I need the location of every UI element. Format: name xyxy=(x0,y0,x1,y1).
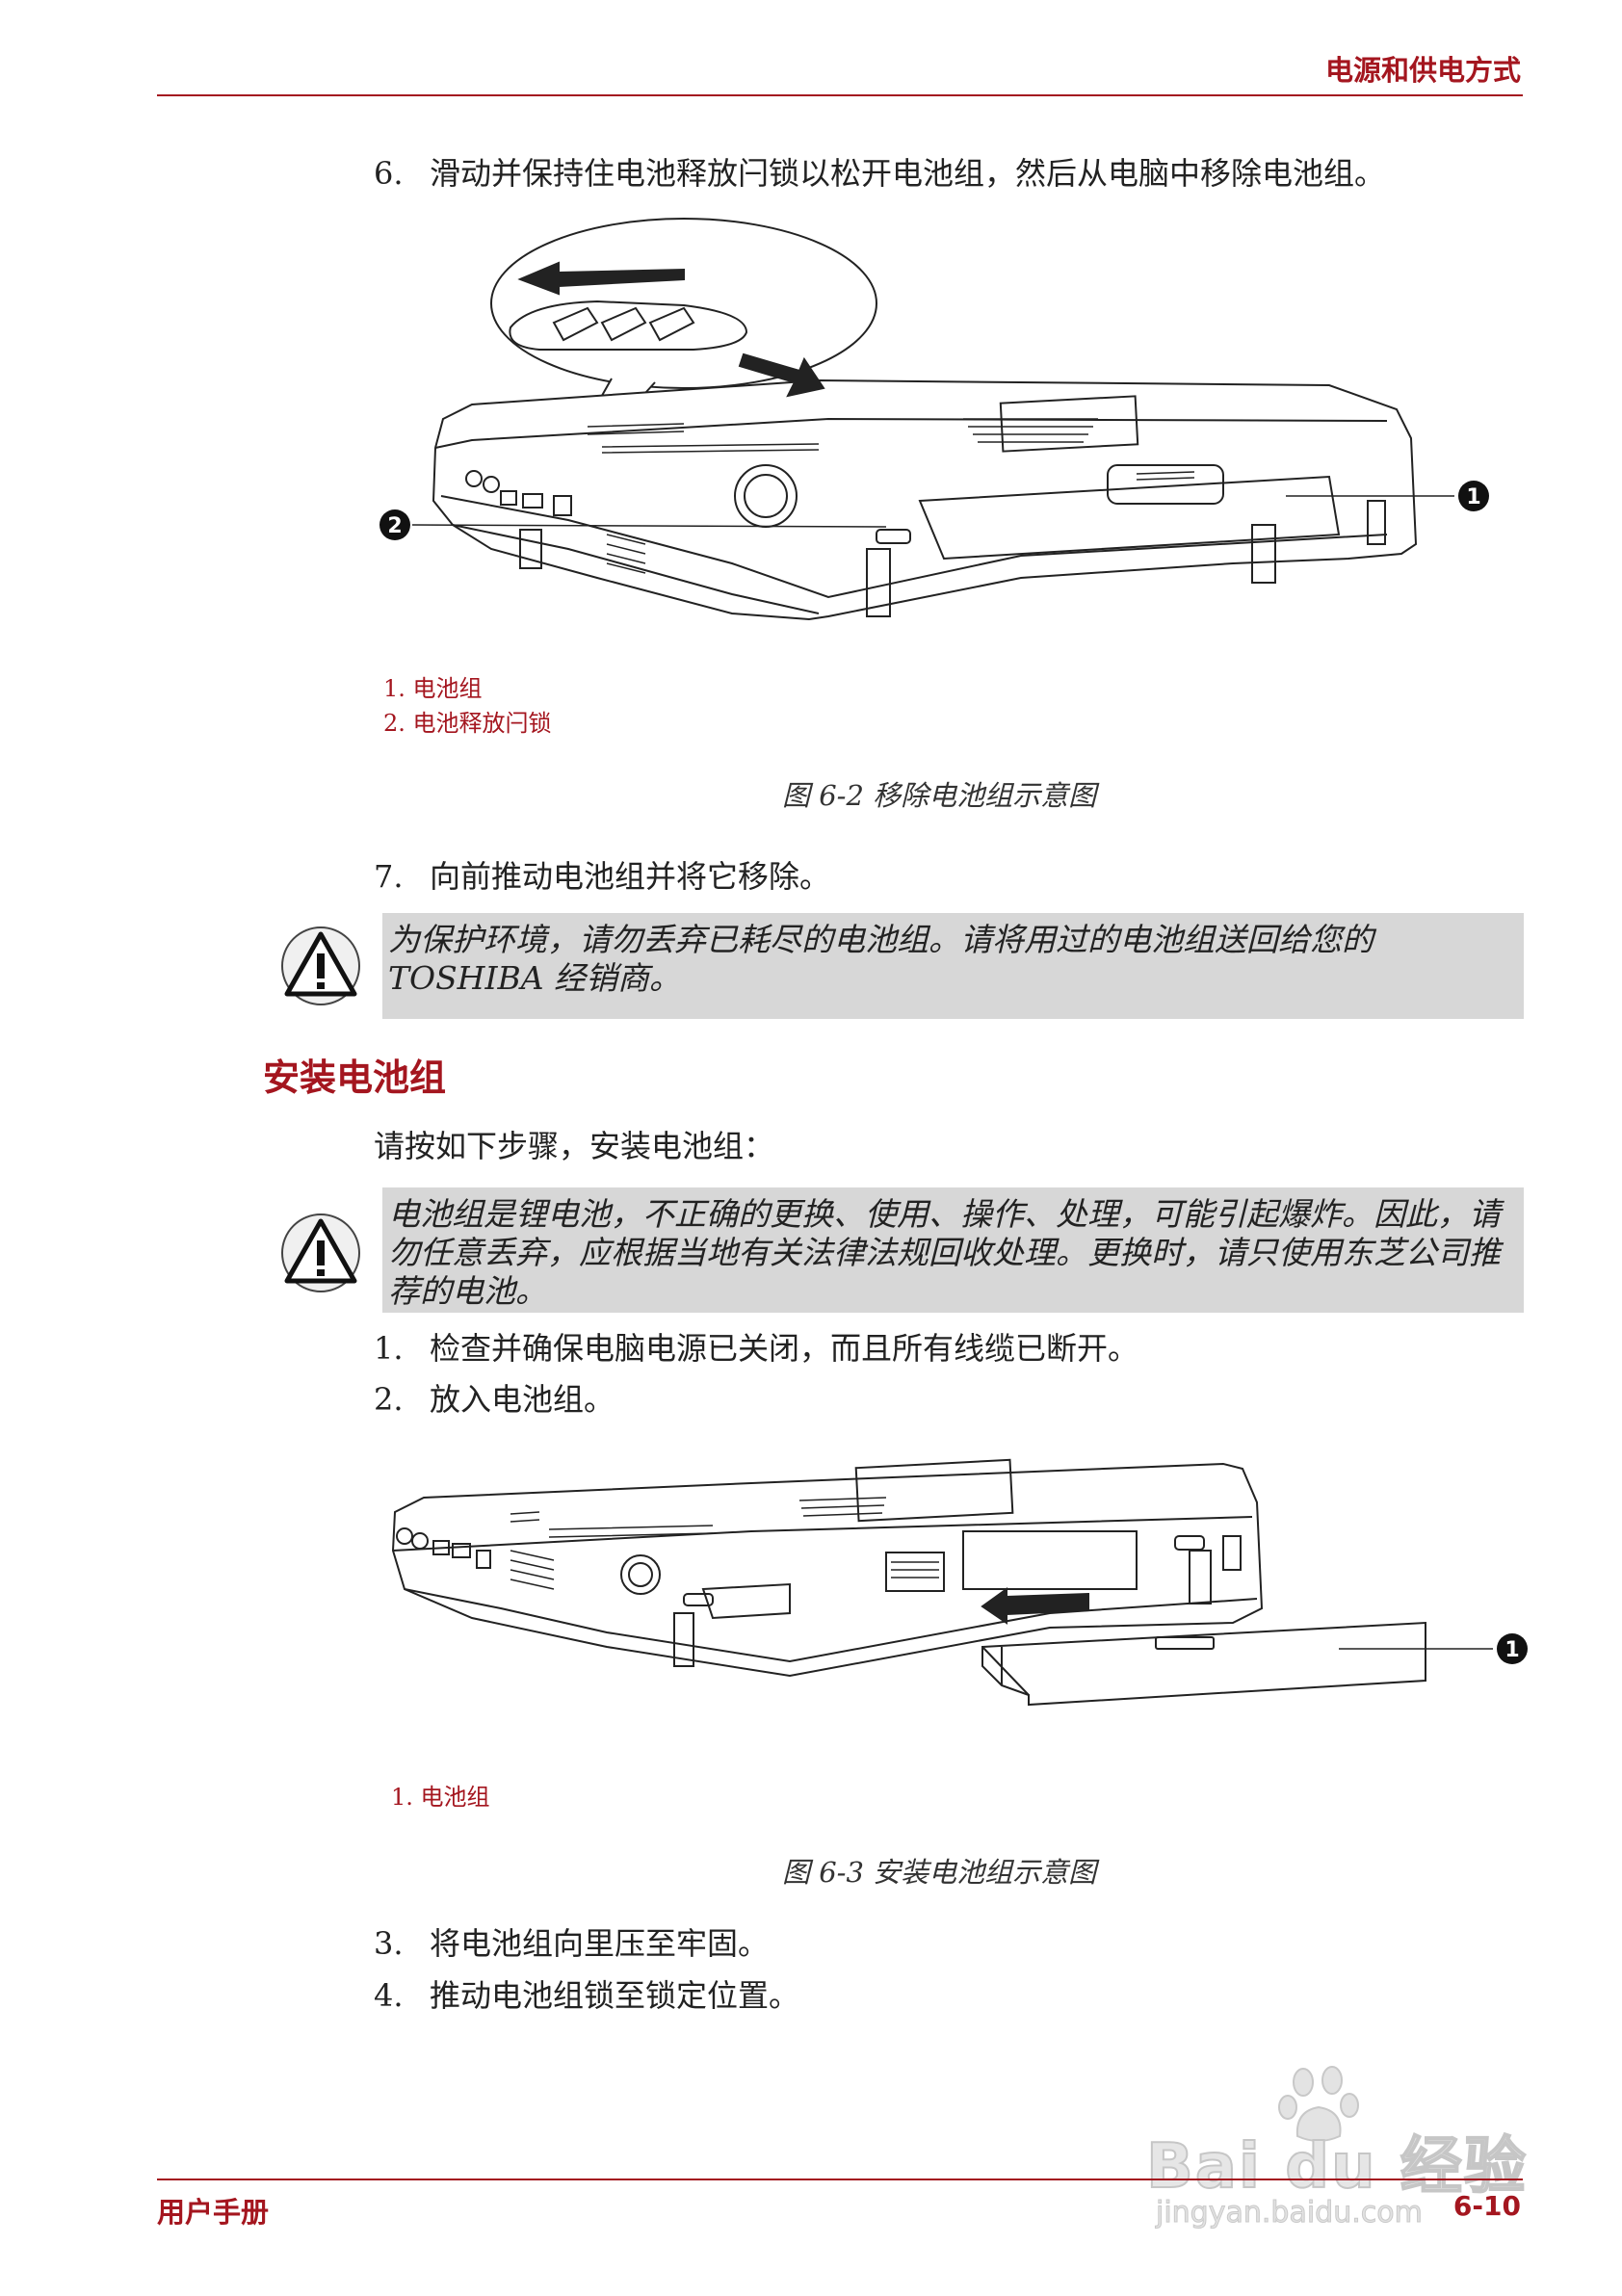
baidu-watermark: Bai du 经验 jingyan.baidu.com xyxy=(1145,2061,1531,2234)
figure1-caption: 图 6-2 移除电池组示意图 xyxy=(782,779,1097,812)
paw-icon xyxy=(1278,2066,1359,2142)
figure1-legend: 1. 电池组 2. 电池释放闩锁 xyxy=(383,671,552,741)
step-2: 2. 放入电池组。 xyxy=(374,1375,615,1420)
watermark-url: jingyan.baidu.com xyxy=(1156,2196,1424,2231)
legend-item: 1. 电池组 xyxy=(391,1784,490,1811)
callout-2: 2 xyxy=(387,514,402,538)
step-text: 向前推动电池组并将它移除。 xyxy=(430,858,831,895)
warning-text: 电池组是锂电池，不正确的更换、使用、操作、处理，可能引起爆炸。因此，请勿任意丢弃… xyxy=(388,1195,1501,1310)
page-number: 6-10 xyxy=(1452,2190,1521,2222)
warning-triangle-icon xyxy=(281,1213,360,1292)
callout-1: 1 xyxy=(1466,485,1480,509)
step-text: 推动电池组锁至锁定位置。 xyxy=(430,1977,800,2014)
step-text: 检查并确保电脑电源已关闭，而且所有线缆已断开。 xyxy=(430,1330,1139,1367)
warning-box-1: 为保护环境，请勿丢弃已耗尽的电池组。请将用过的电池组送回给您的 TOSHIBA … xyxy=(382,913,1524,1019)
step-number: 3. xyxy=(374,1925,404,1962)
step-number: 7. xyxy=(374,858,404,895)
step-6: 6. 滑动并保持住电池释放闩锁以松开电池组，然后从电脑中移除电池组。 xyxy=(374,149,1385,194)
figure-install-battery: 1 xyxy=(391,1458,1528,1707)
callout-1: 1 xyxy=(1504,1638,1519,1662)
figure2-legend: 1. 电池组 xyxy=(391,1778,490,1812)
step-text: 将电池组向里压至牢固。 xyxy=(430,1925,770,1962)
footer-rule xyxy=(157,2179,1523,2180)
section-intro: 请按如下步骤，安装电池组： xyxy=(374,1128,775,1164)
step-4: 4. 推动电池组锁至锁定位置。 xyxy=(374,1971,799,2016)
step-1: 1. 检查并确保电脑电源已关闭，而且所有线缆已断开。 xyxy=(374,1324,1138,1369)
step-7: 7. 向前推动电池组并将它移除。 xyxy=(374,852,830,897)
watermark-brand: Bai du 经验 xyxy=(1145,2130,1528,2204)
warning-text: 为保护环境，请勿丢弃已耗尽的电池组。请将用过的电池组送回给您的 TOSHIBA … xyxy=(388,921,1373,997)
chapter-title: 电源和供电方式 xyxy=(1324,54,1521,87)
figure-remove-battery: 1 2 xyxy=(379,218,1489,621)
step-text: 放入电池组。 xyxy=(430,1381,615,1418)
step-number: 4. xyxy=(374,1977,404,2014)
step-number: 2. xyxy=(374,1381,404,1418)
warning-triangle-icon xyxy=(281,926,360,1005)
step-number: 6. xyxy=(374,155,404,192)
legend-item: 2. 电池释放闩锁 xyxy=(383,710,552,737)
step-text: 滑动并保持住电池释放闩锁以松开电池组，然后从电脑中移除电池组。 xyxy=(430,155,1386,192)
legend-item: 1. 电池组 xyxy=(383,675,483,702)
figure2-caption: 图 6-3 安装电池组示意图 xyxy=(782,1856,1097,1889)
header-rule xyxy=(157,94,1523,96)
step-number: 1. xyxy=(374,1330,404,1367)
warning-box-2: 电池组是锂电池，不正确的更换、使用、操作、处理，可能引起爆炸。因此，请勿任意丢弃… xyxy=(382,1187,1524,1313)
footer-manual-title: 用户手册 xyxy=(157,2196,270,2229)
step-3: 3. 将电池组向里压至牢固。 xyxy=(374,1919,769,1964)
section-title: 安装电池组 xyxy=(263,1057,447,1099)
